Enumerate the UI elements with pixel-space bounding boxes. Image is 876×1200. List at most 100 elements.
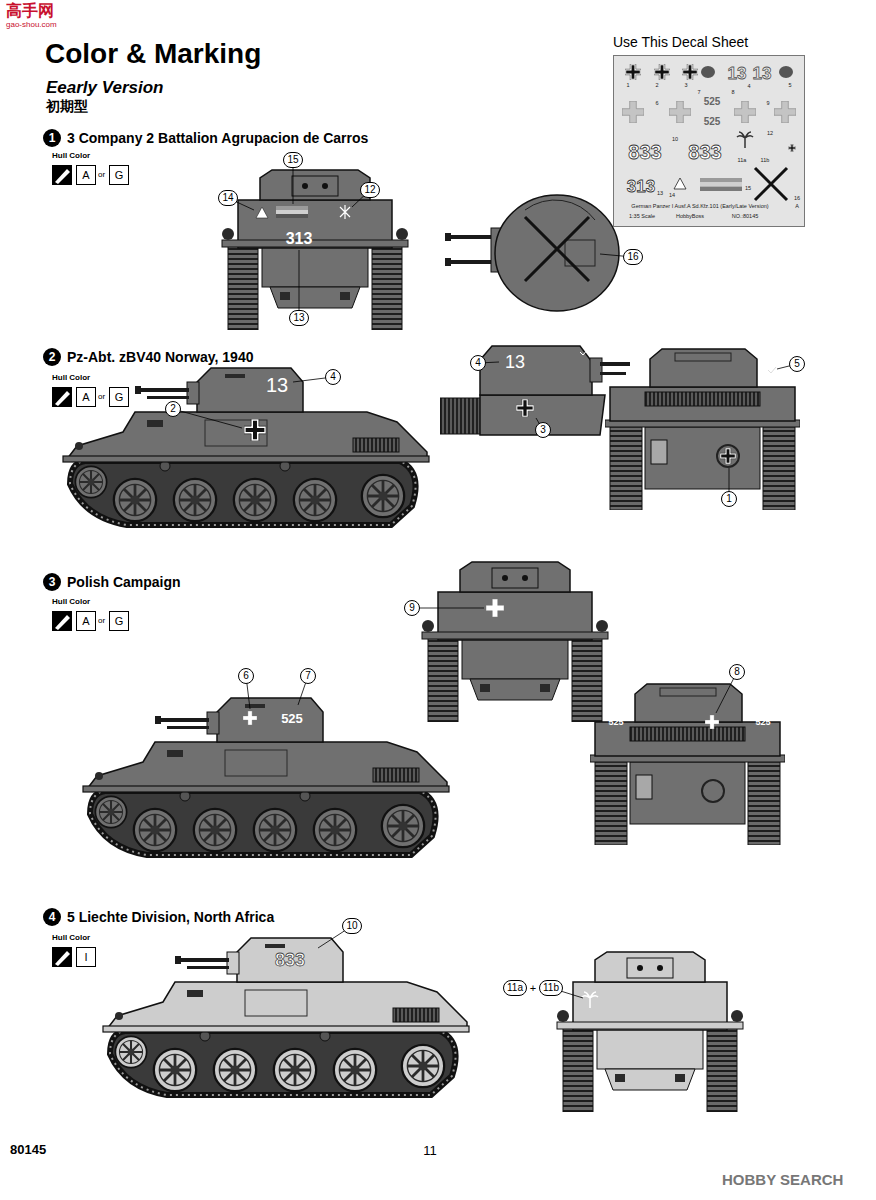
callout-number: 9 (404, 600, 420, 616)
section-heading: 2Pz-Abt. zBV40 Norway, 1940 (43, 348, 253, 366)
callout-number: 11a (503, 980, 527, 996)
section-3-art (52, 562, 785, 855)
tank-front-view (422, 562, 608, 722)
color-chip: I (76, 947, 96, 967)
callout-text: 4 (475, 358, 481, 368)
color-chip: A (76, 611, 96, 631)
drawing-part (52, 387, 72, 407)
drawing-part (669, 101, 691, 123)
drawing-part (788, 144, 796, 152)
callout-text: 1 (726, 494, 732, 504)
callout-text: 5 (794, 359, 800, 369)
drawing-part (55, 169, 70, 184)
label-text: 11 (423, 1144, 437, 1157)
callout-number: 10 (342, 918, 361, 934)
drawing-part (52, 947, 72, 967)
decal-number: 1 (626, 83, 629, 89)
decal-number: 14 (669, 193, 675, 199)
decal-number: 6 (655, 101, 658, 107)
color-chip: G (109, 387, 129, 407)
callout-text: 11a (507, 983, 523, 993)
label-text: 833 (275, 951, 305, 969)
label-text: 525 (755, 718, 770, 727)
callout-number: 12 (360, 182, 379, 198)
drawing-part (516, 399, 534, 417)
decal-heading: Use This Decal Sheet (613, 34, 805, 50)
tank-side-view (63, 368, 429, 525)
label-text: 525 (704, 97, 721, 107)
callout-number: 4 (470, 355, 486, 371)
section-1-art (52, 165, 619, 330)
label-text: + (530, 983, 536, 994)
section-heading: 3 Polish Campaign (43, 573, 181, 591)
section-4-art (52, 938, 743, 1112)
decal-number: 3 (684, 83, 687, 89)
decal-sheet-frame (613, 55, 805, 227)
callout-number: 2 (165, 401, 181, 417)
label-text: 80145 (10, 1143, 46, 1156)
label-text: Hull Color (52, 598, 90, 606)
decal-number: 11b (761, 158, 770, 164)
drawing-part (700, 182, 742, 186)
drawing-part (700, 178, 742, 182)
callout-text: 3 (540, 425, 546, 435)
decal-number: 9 (766, 101, 769, 107)
label-text: gao-shou.com (6, 21, 57, 29)
label-text: 13 (266, 375, 288, 395)
decal-number: 12 (767, 131, 773, 137)
callout-text: 11b (543, 983, 559, 993)
drawing-part (720, 448, 736, 464)
tank-front-view (557, 952, 743, 1112)
callout-text: 14 (222, 193, 233, 203)
decal-number: German Panzer I Ausf.A Sd.Kfz.101 (Early… (631, 204, 768, 210)
drawing-part (734, 101, 756, 123)
label-text: 初期型 (46, 99, 88, 113)
decal-number: 8 (731, 90, 734, 96)
label-text: Hull Color (52, 374, 90, 382)
color-code: A (82, 170, 89, 181)
decal-number: NO.:80145 (732, 214, 759, 220)
color-chip: G (109, 165, 129, 185)
callout-number: 1 (721, 491, 737, 507)
drawing-part (276, 206, 308, 210)
drawing-part (486, 599, 504, 617)
decal-number: 5 (788, 83, 791, 89)
decal-number: 15 (745, 186, 751, 192)
callout-number: 11b (539, 980, 563, 996)
drawing-part (613, 55, 805, 227)
label-text: 525 (608, 718, 623, 727)
label-text: 高手网 (6, 3, 54, 19)
label-text: or (98, 171, 105, 179)
label-text: 525 (704, 117, 721, 127)
drawing-part (700, 187, 742, 191)
callout-text: 16 (627, 252, 638, 262)
decal-number: 7 (697, 90, 700, 96)
label-text: HOBBY SEARCH (722, 1172, 843, 1187)
drawing-part (737, 132, 753, 148)
drawing-part (779, 66, 793, 78)
decal-number: A (795, 204, 799, 210)
decal-number: 16 (794, 196, 800, 202)
section-title: 3 Company 2 Battalion Agrupacion de Carr… (67, 130, 368, 146)
section-2-art (52, 346, 800, 525)
drawing-part (52, 165, 72, 185)
color-code: G (115, 392, 124, 403)
section-number: 3 (43, 573, 61, 591)
tank-rear-view (590, 684, 785, 845)
section-heading: 13 Company 2 Battalion Agrupacion de Car… (43, 129, 368, 147)
drawing-part (299, 250, 300, 318)
label-text: Hull Color (52, 934, 90, 942)
color-code: G (115, 170, 124, 181)
callout-number: 6 (238, 668, 254, 684)
callout-number: 15 (283, 152, 302, 168)
drawing-part (622, 101, 644, 123)
section-title: Polish Campaign (67, 574, 181, 590)
drawing-part (674, 178, 686, 189)
drawing-part (412, 608, 484, 609)
label-text: 313 (627, 178, 655, 195)
drawing-part (768, 367, 776, 373)
callout-number: 13 (289, 310, 308, 326)
tank-side-view (83, 698, 449, 855)
decal-number: 2 (655, 83, 658, 89)
tank-side-view (103, 938, 469, 1095)
